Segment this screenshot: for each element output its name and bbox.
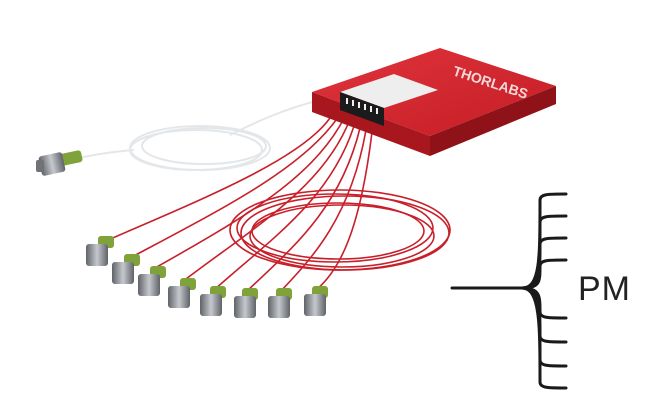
output-connector [168,278,196,308]
output-connectors [86,236,328,318]
output-connector [304,286,328,316]
splitter-housing [312,48,556,156]
red-output-fibers [107,117,373,293]
pm-label: PM [578,270,631,308]
input-connector [36,150,83,176]
red-fiber-coil [229,189,451,271]
output-connector [86,236,114,266]
output-connector [234,288,258,318]
output-connector [268,288,292,318]
output-connector [200,286,226,316]
splitter-diagram [450,192,568,390]
output-connector [138,266,166,296]
white-fiber-coil [71,99,321,171]
output-connector [112,254,140,284]
